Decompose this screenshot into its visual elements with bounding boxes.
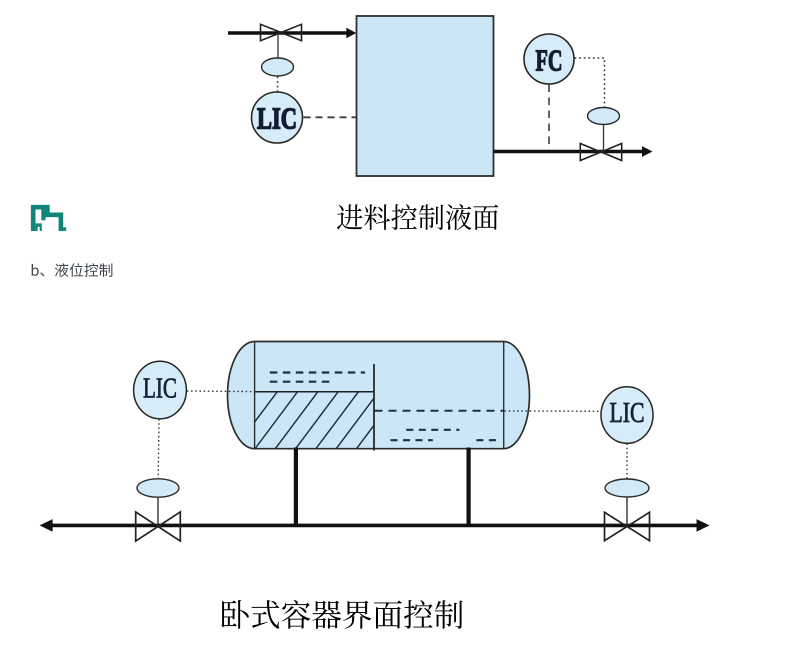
- svg-text:LIC: LIC: [610, 398, 645, 429]
- svg-text:FC: FC: [536, 42, 563, 77]
- svg-text:LIC: LIC: [143, 373, 177, 404]
- svg-text:LIC: LIC: [257, 100, 297, 135]
